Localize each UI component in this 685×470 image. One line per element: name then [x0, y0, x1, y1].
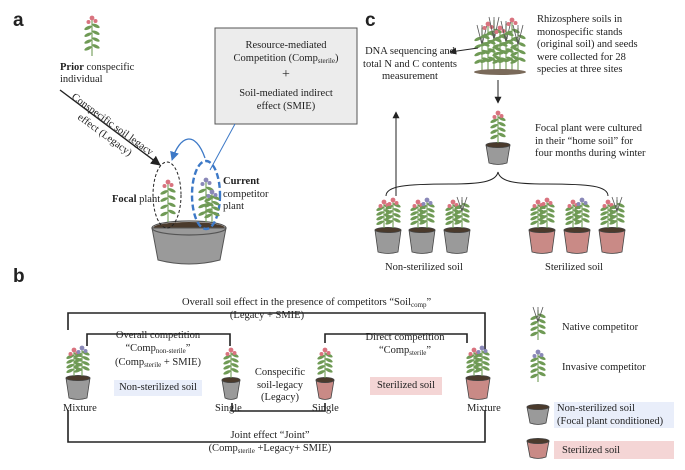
- native-plant-icon: [609, 196, 625, 228]
- pink-plant-icon: [385, 197, 401, 228]
- competitor-plant-ellipse: [190, 159, 222, 231]
- seed-to-dna-arrow: [449, 47, 479, 55]
- non-sterilized-pots: [374, 196, 471, 254]
- box-text-line1: Resource-mediated: [245, 40, 327, 51]
- sterilized-pot-icon: [563, 226, 591, 254]
- competition-box: [214, 27, 358, 125]
- non-sterilized-label: Non-sterilized soil: [385, 262, 463, 273]
- focal-plant-icon: [490, 110, 506, 143]
- rhizosphere-text: Rhizosphere soils in monospecific stands…: [537, 14, 638, 75]
- overall-competition-bracket: [86, 333, 231, 346]
- box-text-line2: Competition (Compsterile): [233, 53, 339, 65]
- legacy-arrow: [59, 89, 161, 166]
- purple-plant-icon: [419, 197, 435, 228]
- box-text-line4: Soil-mediated indirect: [239, 88, 333, 99]
- current-competitor-label: Current competitor plant: [223, 176, 269, 212]
- native-competitor-icon: [530, 306, 546, 340]
- panel-b-pots: [65, 345, 491, 400]
- sterilized-soil-icon: [526, 437, 550, 459]
- field-plant-icon: [486, 16, 502, 70]
- box-connector: [209, 123, 236, 171]
- focal-plant-icon: [223, 347, 239, 378]
- legend-icons: [526, 306, 550, 459]
- mixture-nonsterile-pot-icon: [65, 374, 91, 400]
- prior-plant-icon: [84, 15, 100, 56]
- focal-culture-text: Focal plant were cultured in their “home…: [535, 123, 646, 159]
- single-sterile-pot-icon: [315, 376, 335, 400]
- sterilized-pot-icon: [598, 226, 626, 254]
- non-sterilized-pot-icon: [374, 226, 402, 254]
- direct-competition-bracket: [324, 333, 468, 343]
- focal-plant-ellipse: [152, 161, 182, 229]
- overall-soil-effect-label: Overall soil effect in the presence of c…: [182, 297, 432, 309]
- box-text-line5: effect (SMIE): [256, 101, 316, 112]
- focal-plant-icon: [445, 199, 461, 228]
- non-sterilized-soil-icon: [526, 403, 550, 425]
- overall-soil-bracket: [67, 312, 486, 350]
- single-right-label: Single: [312, 403, 339, 414]
- mixture-left-label: Mixture: [63, 403, 97, 414]
- focal-plant-icon: [160, 179, 176, 222]
- invasive-competitor-icon: [530, 349, 546, 382]
- native-plant-icon: [454, 196, 470, 228]
- field-plants-icon: [474, 16, 526, 75]
- treatment-brace: [385, 171, 609, 197]
- competitor-plant-stem-2: [204, 189, 220, 222]
- overall-competition-label: Overall competition “Compnon-sterile” (C…: [114, 330, 202, 369]
- competitor-plant-icon: [198, 177, 220, 222]
- prior-label: Prior conspecific: [60, 62, 135, 73]
- panel-c-label: c: [365, 10, 376, 31]
- sterilized-pots: [528, 196, 626, 254]
- competitor-plant-icon: [474, 345, 490, 376]
- non-sterilized-pot-icon: [408, 226, 436, 254]
- focal-pot-icon: [485, 110, 511, 165]
- prior-label-line2: individual: [60, 74, 103, 85]
- overall-soil-effect-sub: (Legacy + SMIE): [229, 310, 305, 321]
- joint-effect-bracket: [67, 410, 486, 443]
- field-plant-icon: [510, 24, 526, 70]
- mixture-sterile-pot-icon: [465, 374, 491, 400]
- sterilized-soil-box: Sterilized soil: [376, 380, 436, 391]
- conspecific-legacy-label: Conspecific soil-legacy (Legacy): [254, 367, 306, 403]
- direct-competition-label: Direct competition “Compsterile”: [365, 332, 445, 357]
- panel-a-graphics: [59, 15, 358, 265]
- sterilized-pot-icon: [528, 226, 556, 254]
- big-pot-icon: [151, 220, 227, 265]
- panel-b-graphics: [67, 312, 486, 443]
- focal-plant-icon: [317, 347, 333, 378]
- conspecific-bracket: [231, 403, 326, 412]
- legend-non-sterilized: Non-sterilized soil (Focal plant conditi…: [557, 403, 664, 427]
- pink-plant-icon: [539, 197, 555, 228]
- panel-b-label: b: [13, 266, 25, 287]
- competition-arrow: [170, 138, 206, 161]
- sterilized-label: Sterilized soil: [545, 262, 604, 273]
- competitor-plant-icon: [74, 345, 90, 376]
- focal-plant-stem: [160, 179, 176, 222]
- panel-c-graphics: [374, 16, 626, 254]
- box-plus: +: [282, 67, 290, 82]
- purple-plant-icon: [574, 197, 590, 228]
- single-left-label: Single: [215, 403, 242, 414]
- focal-plant-label: Focal plant: [112, 194, 161, 205]
- prior-plant-graphic: [84, 15, 100, 56]
- legend-native: Native competitor: [562, 322, 639, 333]
- focal-pot-icon: [485, 141, 511, 165]
- dna-text: DNA sequencing and total N and C content…: [363, 46, 457, 82]
- panel-a-label: a: [13, 10, 24, 31]
- mixture-right-label: Mixture: [467, 403, 501, 414]
- single-nonsterile-pot-icon: [221, 376, 241, 400]
- joint-effect-label: Joint effect “Joint” (Compsterile +Legac…: [208, 430, 332, 455]
- non-sterilized-pot-icon: [443, 226, 471, 254]
- non-sterilized-soil-box: Non-sterilized soil: [119, 382, 197, 393]
- legend-invasive: Invasive competitor: [562, 362, 646, 373]
- legend-sterilized: Sterilized soil: [562, 445, 621, 456]
